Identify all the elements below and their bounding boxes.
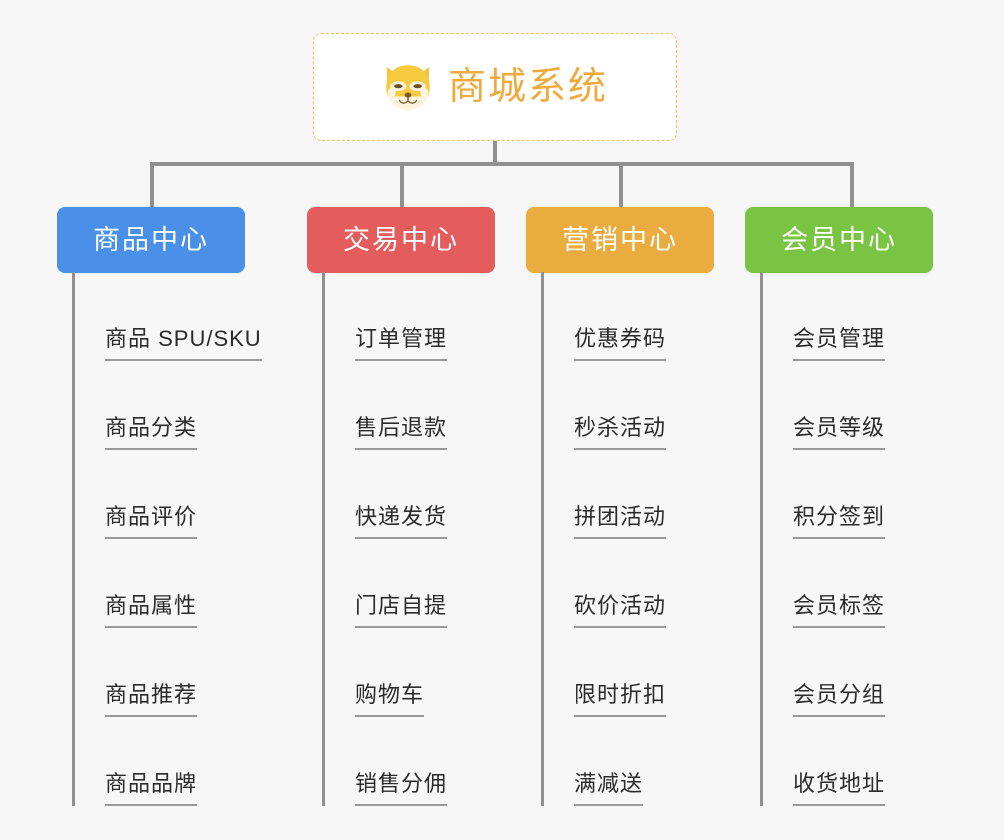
connector-drop-1	[150, 162, 154, 208]
leaf-label: 满减送	[574, 773, 644, 806]
leaf-label: 优惠券码	[574, 328, 667, 361]
leaf-label: 订单管理	[355, 328, 448, 361]
leaf-column-member-center: 会员管理 会员等级 积分签到 会员标签 会员分组 收货地址	[760, 272, 990, 806]
leaf-item[interactable]: 收货地址	[763, 717, 990, 806]
root-node[interactable]: 商城系统	[313, 33, 677, 141]
leaf-label: 会员管理	[793, 328, 886, 361]
leaf-item[interactable]: 拼团活动	[544, 450, 771, 539]
leaf-label: 积分签到	[793, 506, 886, 539]
leaf-label: 收货地址	[793, 773, 886, 806]
category-box-product-center[interactable]: 商品中心	[57, 207, 245, 273]
leaf-label: 购物车	[355, 684, 425, 717]
leaf-item[interactable]: 优惠券码	[544, 272, 771, 361]
connector-drop-4	[850, 162, 854, 208]
leaf-label: 商品推荐	[105, 684, 198, 717]
leaf-label: 售后退款	[355, 417, 448, 450]
connector-drop-2	[400, 162, 404, 208]
leaf-item[interactable]: 会员等级	[763, 361, 990, 450]
leaf-item[interactable]: 售后退款	[325, 361, 552, 450]
leaf-label: 商品 SPU/SKU	[105, 328, 262, 361]
leaf-item[interactable]: 快递发货	[325, 450, 552, 539]
leaf-item[interactable]: 购物车	[325, 628, 552, 717]
leaf-item[interactable]: 订单管理	[325, 272, 552, 361]
leaf-item[interactable]: 商品分类	[75, 361, 302, 450]
leaf-label: 会员等级	[793, 417, 886, 450]
leaf-column-product-center: 商品 SPU/SKU 商品分类 商品评价 商品属性 商品推荐 商品品牌	[72, 272, 302, 806]
leaf-item[interactable]: 商品品牌	[75, 717, 302, 806]
leaf-label: 会员标签	[793, 595, 886, 628]
leaf-item[interactable]: 限时折扣	[544, 628, 771, 717]
leaf-item[interactable]: 商品 SPU/SKU	[75, 272, 302, 361]
leaf-item[interactable]: 会员管理	[763, 272, 990, 361]
leaf-column-trade-center: 订单管理 售后退款 快递发货 门店自提 购物车 销售分佣	[322, 272, 552, 806]
category-box-member-center[interactable]: 会员中心	[745, 207, 933, 273]
category-label: 交易中心	[343, 224, 459, 255]
category-box-trade-center[interactable]: 交易中心	[307, 207, 495, 273]
leaf-label: 商品品牌	[105, 773, 198, 806]
leaf-label: 销售分佣	[355, 773, 448, 806]
leaf-item[interactable]: 砍价活动	[544, 539, 771, 628]
leaf-label: 限时折扣	[574, 684, 667, 717]
leaf-label: 拼团活动	[574, 506, 667, 539]
leaf-label: 快递发货	[355, 506, 448, 539]
leaf-label: 砍价活动	[574, 595, 667, 628]
leaf-label: 门店自提	[355, 595, 448, 628]
leaf-item[interactable]: 商品评价	[75, 450, 302, 539]
connector-root-stem	[493, 141, 497, 164]
leaf-label: 商品评价	[105, 506, 198, 539]
leaf-label: 商品分类	[105, 417, 198, 450]
leaf-item[interactable]: 商品推荐	[75, 628, 302, 717]
leaf-item[interactable]: 满减送	[544, 717, 771, 806]
leaf-label: 商品属性	[105, 595, 198, 628]
leaf-label: 会员分组	[793, 684, 886, 717]
leaf-item[interactable]: 会员标签	[763, 539, 990, 628]
connector-horizontal-bus	[150, 162, 854, 166]
category-label: 营销中心	[562, 224, 678, 255]
leaf-item[interactable]: 积分签到	[763, 450, 990, 539]
category-box-marketing-center[interactable]: 营销中心	[526, 207, 714, 273]
leaf-label: 秒杀活动	[574, 417, 667, 450]
category-label: 商品中心	[93, 224, 209, 255]
leaf-column-marketing-center: 优惠券码 秒杀活动 拼团活动 砍价活动 限时折扣 满减送	[541, 272, 771, 806]
leaf-item[interactable]: 销售分佣	[325, 717, 552, 806]
category-label: 会员中心	[781, 224, 897, 255]
leaf-item[interactable]: 商品属性	[75, 539, 302, 628]
root-title: 商城系统	[447, 66, 608, 108]
connector-drop-3	[619, 162, 623, 208]
leaf-item[interactable]: 秒杀活动	[544, 361, 771, 450]
leaf-item[interactable]: 门店自提	[325, 539, 552, 628]
shiba-dog-icon	[386, 65, 430, 111]
leaf-item[interactable]: 会员分组	[763, 628, 990, 717]
